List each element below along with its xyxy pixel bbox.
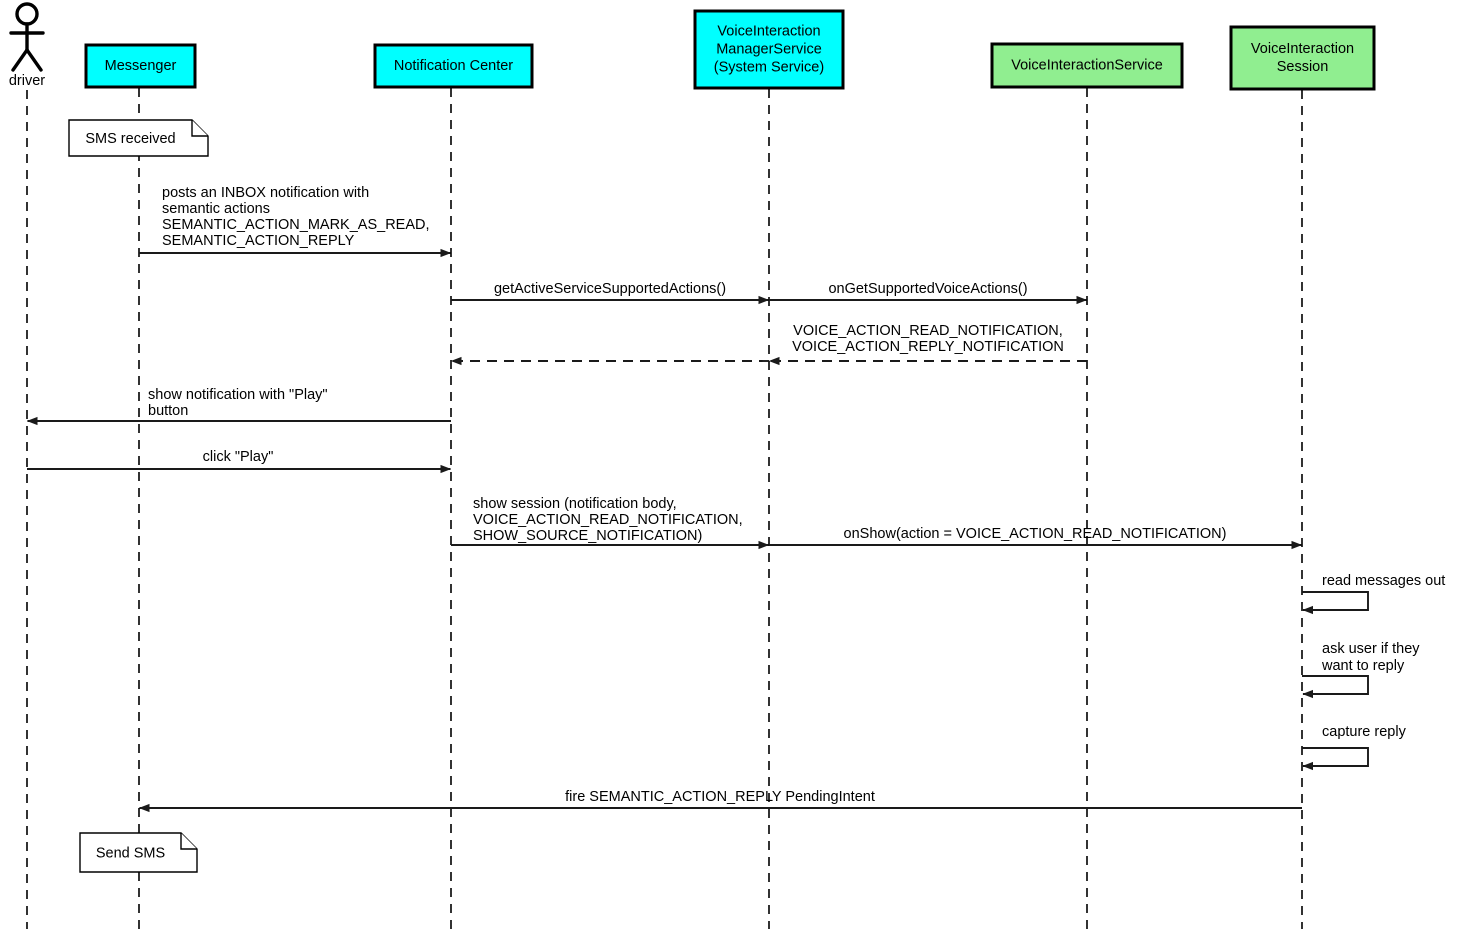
participant-notification-center[interactable]: Notification Center [373,43,534,89]
message-label-msg-show-notification-play-button: show notification with "Play" [148,387,328,403]
message-msg-on-show: onShow(action = VOICE_ACTION_READ_NOTIFI… [769,526,1303,550]
note-note-send-sms: Send SMS [79,832,198,873]
participant-box-messenger[interactable] [84,43,197,89]
actor-head-icon [15,2,39,26]
message-label-msg-post-inbox-notification: posts an INBOX notification with [162,185,369,201]
self-message-label-self-read-messages-out: read messages out [1322,573,1445,589]
participant-box-voice-interaction-manager-service[interactable] [693,9,845,90]
self-message-label-self-ask-user-if-they-want-to-reply: ask user if they [1322,641,1420,657]
participant-messenger[interactable]: Messenger [84,43,197,89]
self-message-label-self-capture-reply: capture reply [1322,724,1407,740]
note-label-note-sms-received: SMS received [85,131,175,147]
participants-layer: Messenger Notification Center VoiceInterac… [84,9,1376,91]
actor-layer: driver [9,2,45,89]
self-message-self-capture-reply: capture reply [1302,724,1407,771]
message-label-msg-on-get-supported-voice-actions: onGetSupportedVoiceActions() [828,281,1027,297]
actor-label-driver: driver [9,73,45,89]
messages-layer: posts an INBOX notification withsemantic… [26,185,1303,813]
message-label-msg-click-play: click "Play" [203,449,274,465]
message-msg-return-voice-actions-to-vims: VOICE_ACTION_READ_NOTIFICATION,VOICE_ACT… [768,323,1087,366]
message-label-msg-show-session: VOICE_ACTION_READ_NOTIFICATION, [473,512,743,528]
participant-label-messenger: Messenger [105,58,177,74]
self-message-arrow-self-ask-user-if-they-want-to-reply [1302,675,1369,699]
actor-leg-right [25,48,43,72]
participant-box-notification-center[interactable] [373,43,534,89]
self-message-arrow-self-read-messages-out [1302,591,1369,615]
participant-label-voice-interaction-session: Session [1277,59,1329,75]
participant-label-voice-interaction-manager-service: VoiceInteraction [717,23,820,39]
note-body-note-send-sms [79,832,198,873]
message-label-msg-post-inbox-notification: semantic actions [162,201,270,217]
message-msg-on-get-supported-voice-actions: onGetSupportedVoiceActions() [769,281,1088,305]
actor-driver[interactable]: driver [9,2,45,89]
note-label-note-send-sms: Send SMS [96,845,165,861]
lifelines-layer [26,88,1303,929]
message-label-msg-post-inbox-notification: SEMANTIC_ACTION_REPLY [162,233,355,249]
message-label-msg-return-voice-actions-to-vims: VOICE_ACTION_READ_NOTIFICATION, [793,323,1063,339]
message-label-msg-post-inbox-notification: SEMANTIC_ACTION_MARK_AS_READ, [162,217,430,233]
participant-label-voice-interaction-service: VoiceInteractionService [1011,57,1163,73]
note-body-note-sms-received [68,119,209,157]
participant-label-voice-interaction-session: VoiceInteraction [1251,41,1354,57]
note-fold-corner-note-sms-received [191,120,208,137]
message-msg-fire-semantic-action-reply-pending-intent: fire SEMANTIC_ACTION_REPLY PendingIntent [138,789,1302,813]
message-label-msg-show-session: SHOW_SOURCE_NOTIFICATION) [473,528,702,544]
message-label-msg-show-session: show session (notification body, [473,496,677,512]
message-msg-click-play: click "Play" [27,449,452,474]
self-message-label-self-ask-user-if-they-want-to-reply: want to reply [1321,658,1405,674]
self-message-arrow-self-capture-reply [1302,747,1369,771]
message-label-msg-get-active-service-supported-actions: getActiveServiceSupportedActions() [494,281,726,297]
participant-label-voice-interaction-manager-service: (System Service) [714,59,824,75]
self-message-self-read-messages-out: read messages out [1302,573,1445,615]
message-label-msg-on-show: onShow(action = VOICE_ACTION_READ_NOTIFI… [844,526,1227,542]
message-msg-show-session: show session (notification body,VOICE_AC… [451,496,770,550]
message-label-msg-fire-semantic-action-reply-pending-intent: fire SEMANTIC_ACTION_REPLY PendingIntent [565,789,875,805]
note-fold-corner-note-send-sms [180,833,197,850]
participant-box-voice-interaction-service[interactable] [990,42,1184,89]
message-msg-show-notification-play-button: show notification with "Play"button [26,387,451,426]
actor-leg-left [11,48,29,72]
participant-voice-interaction-service[interactable]: VoiceInteractionService [990,42,1184,89]
note-note-sms-received: SMS received [68,119,209,157]
participant-label-notification-center: Notification Center [394,58,513,74]
message-label-msg-show-notification-play-button: button [148,403,188,419]
message-label-msg-return-voice-actions-to-vims: VOICE_ACTION_REPLY_NOTIFICATION [792,339,1064,355]
message-msg-post-inbox-notification: posts an INBOX notification withsemantic… [139,185,452,258]
participant-box-voice-interaction-session[interactable] [1229,25,1376,91]
participant-label-voice-interaction-manager-service: ManagerService [716,41,822,57]
message-msg-get-active-service-supported-actions: getActiveServiceSupportedActions() [451,281,770,305]
